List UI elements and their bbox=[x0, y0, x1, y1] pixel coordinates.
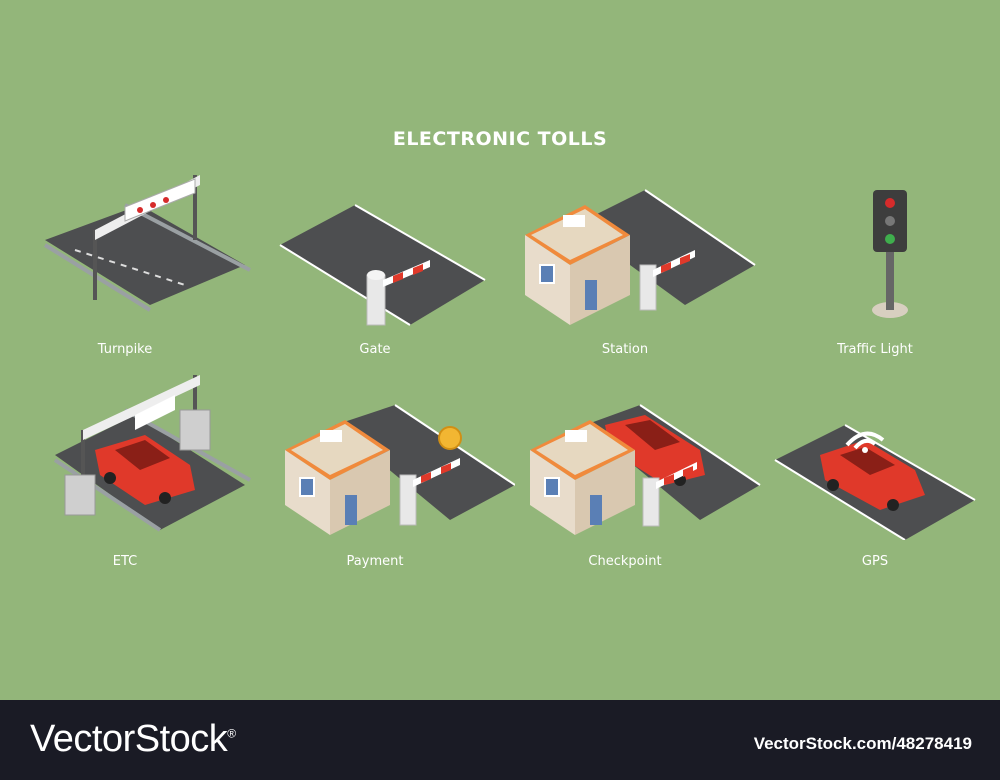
payment-icon bbox=[285, 404, 515, 535]
traffic-light-item: Traffic Light bbox=[765, 165, 1000, 395]
station-item: Station bbox=[515, 165, 765, 395]
brand-text: VectorStock bbox=[30, 718, 228, 760]
gate-icon bbox=[279, 204, 486, 326]
stock-id: VectorStock.com/48278419 bbox=[753, 734, 972, 753]
item-label: Payment bbox=[346, 554, 404, 569]
item-label: GPS bbox=[861, 554, 889, 569]
turnpike-item: Turnpike bbox=[15, 165, 265, 395]
footer-bar: VectorStock® VectorStock.com/48278419 bbox=[0, 700, 1000, 780]
payment-item: Payment bbox=[265, 370, 515, 600]
item-label: Traffic Light bbox=[837, 342, 913, 357]
gate-item: Gate bbox=[265, 165, 515, 395]
turnpike-icon bbox=[43, 175, 251, 312]
brand-logo: VectorStock® bbox=[30, 718, 236, 761]
station-icon bbox=[525, 189, 756, 325]
etc-item: ETC bbox=[15, 370, 265, 600]
page-title: ELECTRONIC TOLLS bbox=[392, 128, 608, 150]
item-label: Turnpike bbox=[97, 342, 153, 357]
item-label: ETC bbox=[112, 554, 138, 569]
gps-item: GPS bbox=[765, 370, 1000, 600]
gps-icon bbox=[774, 424, 976, 540]
checkpoint-icon bbox=[530, 404, 761, 535]
registered-mark: ® bbox=[227, 726, 236, 741]
item-label: Checkpoint bbox=[588, 554, 662, 569]
etc-icon bbox=[53, 375, 251, 532]
item-label: Gate bbox=[359, 342, 391, 357]
checkpoint-item: Checkpoint bbox=[515, 370, 765, 600]
item-label: Station bbox=[601, 342, 649, 357]
traffic-light-icon bbox=[872, 190, 908, 318]
